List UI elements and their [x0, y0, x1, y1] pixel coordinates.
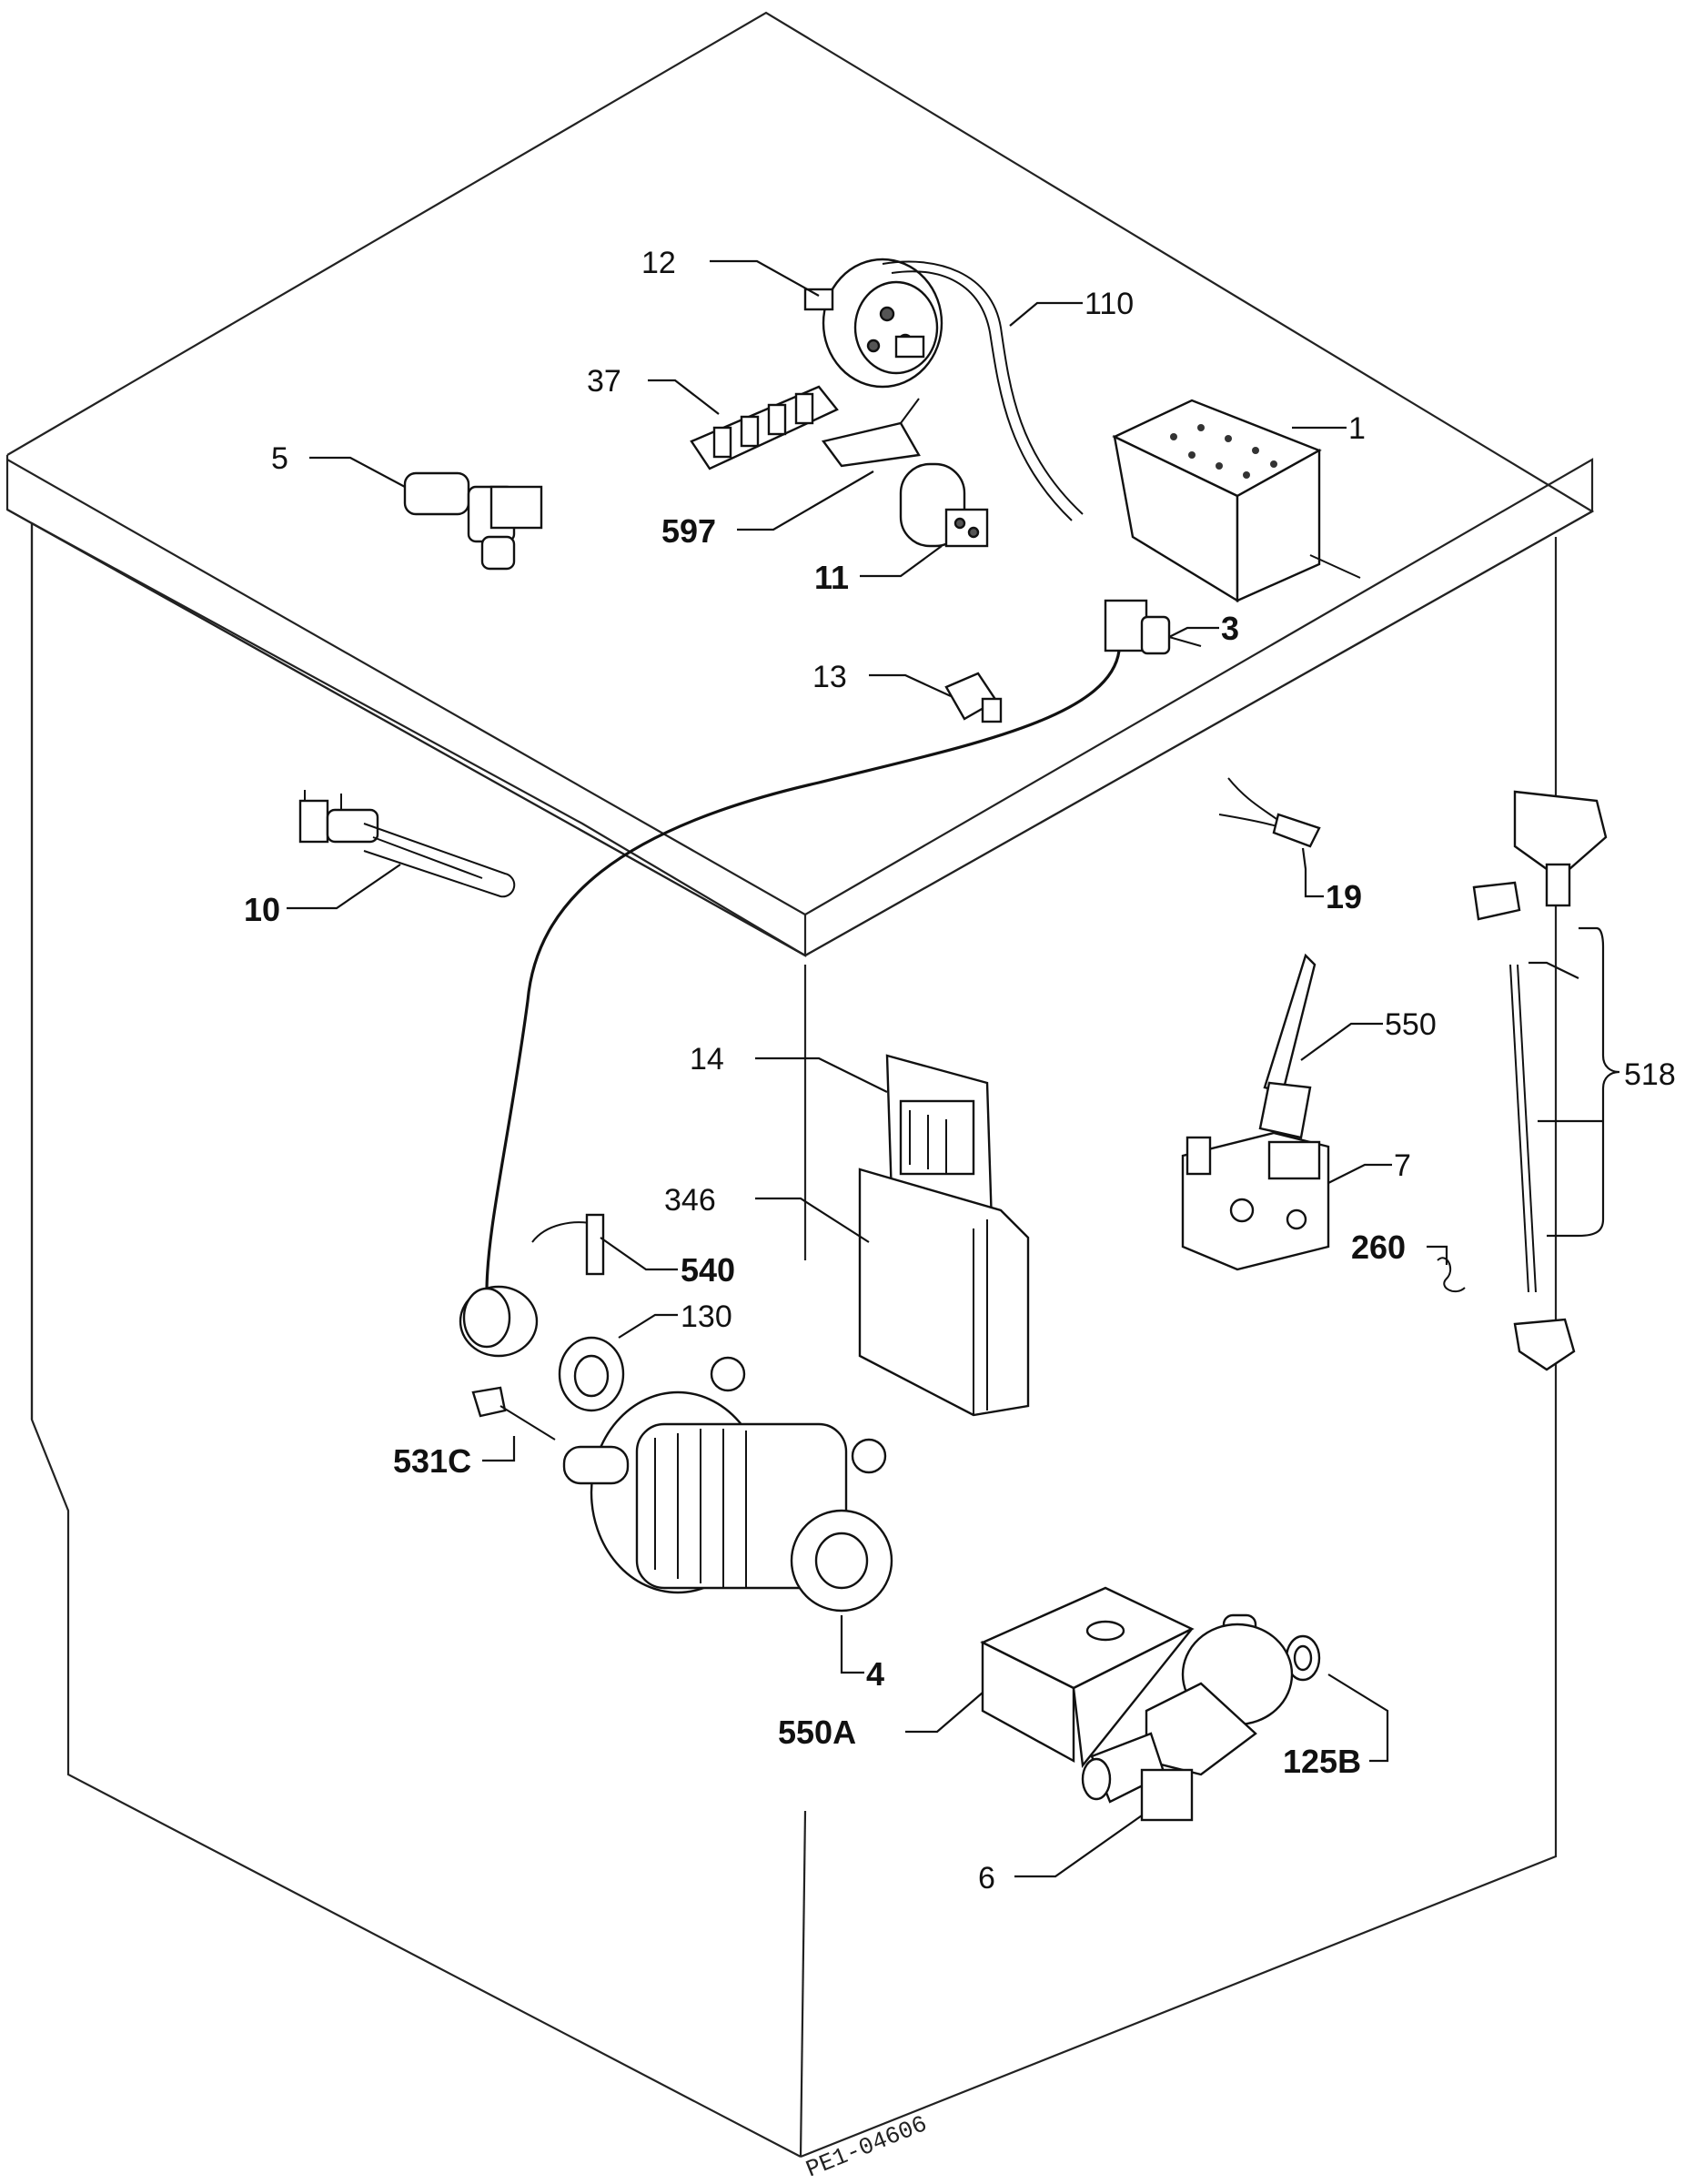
- label-12: 12: [641, 246, 676, 280]
- leader-lines: [287, 259, 1620, 1878]
- label-550a: 550A: [778, 1714, 856, 1751]
- part-6-drain-pump: [1081, 1613, 1294, 1822]
- part-4-motor: [562, 1356, 893, 1613]
- label-19: 19: [1326, 878, 1362, 915]
- label-37: 37: [587, 364, 621, 399]
- label-10: 10: [244, 891, 280, 928]
- part-130-bushing: [558, 1336, 625, 1412]
- label-6: 6: [978, 1861, 995, 1896]
- part-14-filter-card: [885, 1054, 994, 1226]
- part-19-sensor: [1218, 777, 1321, 848]
- label-13: 13: [812, 660, 847, 694]
- label-4: 4: [866, 1655, 884, 1693]
- label-518: 518: [1624, 1057, 1676, 1092]
- label-7: 7: [1394, 1148, 1411, 1183]
- label-346: 346: [664, 1183, 716, 1218]
- label-260: 260: [1351, 1228, 1406, 1266]
- label-125b: 125B: [1283, 1743, 1361, 1780]
- label-540: 540: [681, 1251, 735, 1289]
- part-labels: 12 110 37 5 1 597 11 3 13 10 19 550 518 …: [244, 246, 1676, 1896]
- part-11-capacitor: [899, 462, 989, 548]
- label-130: 130: [681, 1299, 732, 1334]
- part-5-valve: [403, 471, 543, 571]
- part-12-pressure-switch: [803, 258, 943, 389]
- part-260-spring: [1437, 1257, 1466, 1293]
- part-37-terminal-block: [690, 385, 839, 470]
- part-550-lever: [1258, 953, 1317, 1139]
- part-346-holder-box: [858, 1168, 1030, 1417]
- wire-end-plug: [459, 1285, 539, 1358]
- drawing-code: PE1-04606: [802, 2110, 931, 2183]
- label-14: 14: [690, 1042, 724, 1077]
- part-7-door-interlock: [1181, 1131, 1330, 1271]
- label-531c: 531C: [393, 1442, 471, 1480]
- part-597-clip: [821, 398, 921, 468]
- motor-ribs: [654, 1429, 747, 1588]
- cabinet-outline: [5, 11, 1595, 2159]
- label-110: 110: [1085, 287, 1134, 321]
- label-1: 1: [1348, 411, 1366, 446]
- label-550: 550: [1385, 1007, 1437, 1042]
- part-13-connector: [944, 672, 1003, 723]
- part-3-switch: [485, 599, 1202, 1293]
- timer-dots: [1170, 424, 1277, 479]
- label-597: 597: [661, 512, 716, 550]
- part-550a-bracket: [980, 1586, 1195, 1768]
- label-11: 11: [814, 559, 849, 596]
- label-3: 3: [1221, 610, 1239, 647]
- part-518-hinge-assembly: [1472, 790, 1608, 1371]
- label-5: 5: [271, 441, 288, 476]
- part-531c-bolt: [471, 1386, 556, 1441]
- part-10-heating-element: [298, 790, 516, 898]
- part-540-clamp: [531, 1213, 605, 1276]
- part-110-hose: [882, 260, 1084, 521]
- part-1-programme-selector: [1112, 399, 1361, 603]
